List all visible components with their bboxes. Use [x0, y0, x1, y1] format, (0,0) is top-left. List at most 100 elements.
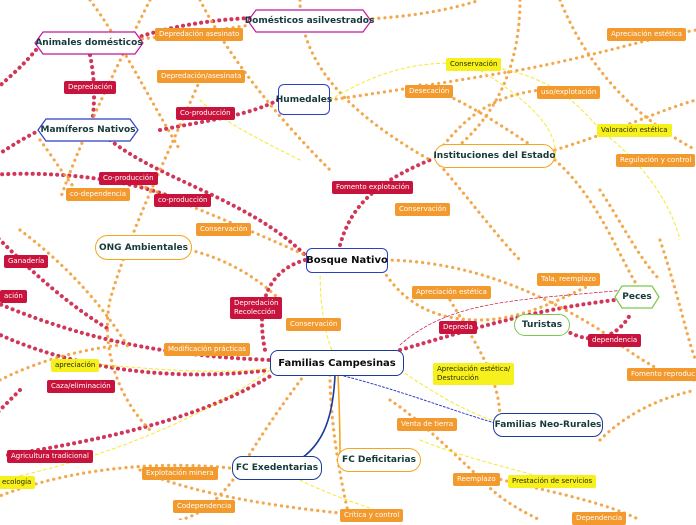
label-line-1: Depredación	[234, 299, 279, 307]
node-fc-exedentarias[interactable]: FC Exedentarias	[232, 456, 322, 480]
hexagon-shape	[37, 118, 139, 142]
link-agricultura	[6, 373, 274, 457]
label-modificacion-practicas[interactable]: Modificación prácticas	[164, 343, 250, 356]
label-line-1: Apreciación estética/	[437, 365, 511, 373]
label-caza-eliminacion[interactable]: Caza/eliminación	[47, 380, 115, 393]
link-o-9	[553, 98, 696, 152]
node-label: Instituciones del Estado	[433, 151, 556, 161]
label-venta-tierra[interactable]: Venta de tierra	[397, 418, 458, 431]
node-label: FC Exedentarias	[235, 463, 319, 473]
label-reemplazo[interactable]: Reemplazo	[453, 473, 500, 486]
label-ation[interactable]: ación	[0, 290, 27, 303]
label-critica-control[interactable]: Crítica y control	[340, 509, 404, 522]
label-depredacion-asesinato[interactable]: Depredación asesinato	[155, 28, 244, 41]
link-y-2	[469, 63, 557, 161]
node-label: Mamíferos Nativos	[40, 125, 136, 135]
link-o-13	[105, 78, 202, 432]
link-caza-left	[0, 388, 22, 413]
label-apreciacion-destruccion[interactable]: Apreciación estética/ Destrucción	[433, 363, 515, 385]
label-conservacion-estado[interactable]: Conservación	[395, 203, 451, 216]
label-ecologia[interactable]: ecología	[0, 476, 36, 489]
label-prestacion-servicios[interactable]: Prestación de servicios	[508, 475, 597, 488]
link-o-3	[198, 0, 332, 172]
link-campesinas-turistas	[399, 289, 626, 346]
label-dependencia-bottom[interactable]: Dependencia	[572, 512, 627, 525]
label-fomento-explotacion[interactable]: Fomento explotación	[332, 181, 414, 194]
link-o-23	[18, 228, 132, 352]
node-label: Humedales	[275, 94, 333, 105]
link-o-25	[438, 163, 522, 262]
link-bosque-estado	[338, 158, 432, 247]
node-fc-deficitarias[interactable]: FC Deficitarias	[337, 448, 421, 472]
node-label: FC Deficitarias	[342, 455, 416, 465]
link-campesinas-fc-exedentarias	[289, 374, 336, 466]
link-o-15	[138, 183, 307, 257]
link-left-caza	[0, 332, 272, 377]
link-o-14	[188, 248, 282, 302]
node-label: Animales domésticos	[35, 38, 143, 48]
node-label: Familias Campesinas	[278, 357, 396, 369]
label-line-2: Destrucción	[437, 374, 479, 382]
node-instituciones-estado[interactable]: Instituciones del Estado	[433, 144, 556, 168]
label-co-produccion-humedales[interactable]: Co-producción	[176, 107, 235, 120]
label-ganaderia[interactable]: Ganadería	[4, 255, 49, 268]
label-desecacion[interactable]: Desecación	[405, 85, 454, 98]
label-agricultura-tradicional[interactable]: Agricultura tradicional	[7, 450, 93, 463]
label-depredacion-recoleccion[interactable]: Depredación Recolección	[230, 297, 283, 319]
label-fomento-reproduccion[interactable]: Fomento reproduc	[627, 368, 696, 381]
node-label: Turistas	[521, 320, 563, 330]
label-apreciacion-estetica-bosque[interactable]: Apreciación estética	[412, 286, 491, 299]
label-tala-reemplazo[interactable]: Tala, reemplazo	[537, 273, 600, 286]
label-uso-explotacion[interactable]: uso/explotación	[537, 86, 601, 99]
label-co-produccion-bosque[interactable]: co-producción	[154, 194, 212, 207]
label-line-2: Recolección	[234, 308, 276, 316]
node-turistas[interactable]: Turistas	[514, 314, 570, 336]
node-label: ONG Ambientales	[98, 242, 188, 253]
label-codependencia[interactable]: Codependencia	[173, 500, 236, 513]
hexagon-shape	[614, 285, 660, 309]
label-apreciacion[interactable]: apreciación	[51, 359, 100, 372]
label-dependencia-peces[interactable]: dependencia	[588, 334, 642, 347]
link-y-3	[599, 129, 681, 241]
node-humedales[interactable]: Humedales	[275, 84, 333, 115]
link-y-10	[199, 99, 301, 161]
link-o-32	[598, 188, 662, 282]
link-o-17	[328, 373, 352, 520]
link-bosque-campesinas	[259, 258, 307, 352]
link-mamiferos-bosque	[108, 138, 307, 257]
node-mamiferos-nativos[interactable]: Mamíferos Nativos	[37, 118, 139, 142]
link-ganaderia	[0, 237, 112, 332]
node-animales-domesticos[interactable]: Animales domésticos	[34, 31, 144, 55]
link-o-28	[658, 238, 696, 362]
label-conservacion-humedales[interactable]: Conservación	[446, 58, 502, 71]
label-conservacion-ong[interactable]: Conservación	[196, 223, 252, 236]
label-depredacion-asesinata[interactable]: Depredación/asesinata	[157, 70, 246, 83]
node-familias-campesinas[interactable]: Familias Campesinas	[270, 350, 404, 376]
label-valoracion-estetica[interactable]: Valoración estética	[597, 124, 672, 137]
label-conservacion-campesinas[interactable]: Conservación	[286, 318, 342, 331]
node-familias-neo-rurales[interactable]: Familias Neo-Rurales	[493, 413, 603, 437]
link-y-9	[319, 269, 336, 356]
link-campesinas-fc-deficitarias	[337, 374, 341, 456]
label-depreda[interactable]: Depreda	[439, 321, 477, 334]
label-regulacion-control[interactable]: Regulación y control	[616, 154, 696, 167]
link-campesinas-neorurales	[339, 374, 496, 424]
link-y-8	[299, 479, 401, 520]
node-ong-ambientales[interactable]: ONG Ambientales	[95, 235, 192, 260]
label-co-dependencia[interactable]: co-dependencia	[66, 188, 130, 201]
label-co-produccion-mamiferos[interactable]: Co-producción	[99, 172, 158, 185]
link-mamiferos-left	[0, 128, 42, 156]
link-o-30	[38, 138, 87, 202]
label-depredacion[interactable]: Depredación	[64, 81, 117, 94]
label-explotacion-minera[interactable]: Explotación minera	[142, 467, 218, 480]
link-y-4	[0, 369, 271, 481]
node-bosque-nativo[interactable]: Bosque Nativo	[306, 248, 388, 273]
label-apreciacion-estetica-top[interactable]: Apreciación estética	[607, 28, 686, 41]
node-label: Domésticos asilvestrados	[244, 16, 375, 26]
link-campesinas-peces	[398, 298, 617, 352]
node-domesticos-asilvestrados[interactable]: Domésticos asilvestrados	[244, 9, 375, 33]
node-peces[interactable]: Peces	[614, 285, 660, 309]
link-y-6	[399, 369, 501, 424]
link-o-2	[88, 0, 182, 152]
link-o-11	[378, 263, 602, 322]
